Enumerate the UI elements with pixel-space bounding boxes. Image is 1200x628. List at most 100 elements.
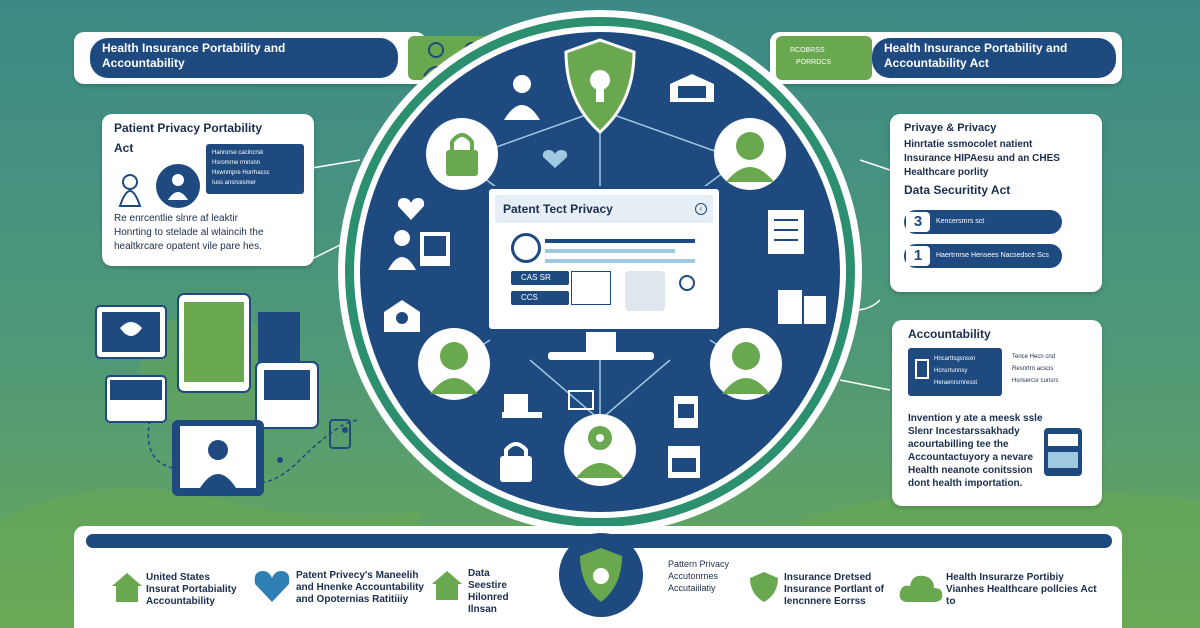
hospital-building-icon <box>670 74 714 102</box>
footer-item-3-line-3: Hilonred <box>468 592 509 603</box>
right-card2-body-6: dont health importation. <box>908 478 1023 489</box>
footer-item-1-line-3: Accountability <box>146 596 215 607</box>
footer-item-2-line-1: Patent Privecy's Maneelih <box>296 570 419 581</box>
header-left-title-2: Accountability <box>102 56 185 70</box>
monitor-screen: Patent Tect Privacy ‹ CAS SR CCS <box>486 186 722 332</box>
left-info-line-4: Iuss ansrcesmer <box>212 180 257 186</box>
left-card-subtitle: Act <box>114 141 134 155</box>
shield-lock-icon <box>564 38 636 135</box>
padlock-icon <box>500 442 532 482</box>
right-card2-side-line-2: Resnrtrn acscis <box>1012 366 1054 372</box>
footer-item-5-line-3: Iencnnere Eorrss <box>784 596 866 607</box>
footer-item-6-line-1: Health Insurarze Portibiy <box>946 572 1064 583</box>
monitor-field-1[interactable] <box>511 271 569 285</box>
footer-item-1-line-1: United States <box>146 572 210 583</box>
left-body-line-1: Re enrcentlie slnre af leaktir <box>114 213 238 224</box>
right-card1-line-3: Healthcare porlity <box>904 167 989 178</box>
right-card-privacy: Privaye & Privacy Hinrtatie ssmocolet na… <box>890 114 1102 292</box>
left-card-info-box <box>206 144 304 194</box>
monitor-base <box>548 352 654 360</box>
left-card-title: Patient Privacy Portability <box>114 121 263 135</box>
footer-item-2-line-2: and Hnenke Accountability <box>296 582 424 593</box>
footer-shield-small-icon <box>750 572 778 602</box>
calendar-icon <box>568 390 594 410</box>
monitor-stand <box>586 332 616 352</box>
header-left-title-1: Health Insurance Portability and <box>102 41 286 55</box>
footer-house-icon-1 <box>112 573 142 602</box>
right-card2-body-4: Accountactuyory a nevare <box>908 452 1034 463</box>
left-body-line-2: Honrting to stelade al wlaincih the <box>114 227 264 238</box>
right-card1-item-1 <box>904 210 1062 234</box>
lock-icon-circle <box>426 118 498 190</box>
footer-item-2-line-3: and Opoternias Ratitiiiy <box>296 594 409 605</box>
patient-avatar-circle-right <box>710 328 782 400</box>
document-stack-icon <box>768 210 804 254</box>
right-card1-item-1-num: 3 <box>906 212 930 232</box>
header-right-card: RCOBRSS PORRDCS Health Insurance Portabi… <box>770 32 1122 84</box>
heart-small-icon <box>542 150 568 168</box>
header-left-pill <box>90 38 398 78</box>
server-icon <box>668 446 700 478</box>
monitor-title-bar <box>495 195 713 223</box>
header-right-title-1: Health Insurance Portability and <box>884 41 1068 55</box>
right-card2-side-line-1: Tence Hecn cnd <box>1012 354 1056 360</box>
footer-item-1-line-2: Insurat Portabiality <box>146 584 237 595</box>
right-card1-item-2-num: 1 <box>906 246 930 266</box>
doctor-icon <box>504 75 540 120</box>
header-right-badge-line2: PORRDCS <box>796 59 832 66</box>
monitor-info-icon[interactable]: ‹ <box>695 203 707 215</box>
desk-icon <box>502 394 542 418</box>
footer-cloud-icon <box>899 575 943 602</box>
building-icon <box>384 300 420 332</box>
right-card2-body-1: Invention y ate a meesk ssle <box>908 413 1043 424</box>
calculator-icon <box>1044 428 1082 476</box>
clipboard-icon <box>674 396 698 428</box>
left-info-line-2: Hsromrne rmnsnn <box>212 160 261 166</box>
right-card1-line-1: Hinrtatie ssmocolet natient <box>904 139 1033 150</box>
clipboard-small-icon <box>915 359 929 379</box>
footer-item-6-line-3: to <box>946 596 956 607</box>
footer-item-3-line-1: Data <box>468 568 490 579</box>
right-card1-subheading: Data Securitity Act <box>904 183 1011 197</box>
right-card-accountability: Accountability Hncarttsgsnsxn Hcnsrtunns… <box>892 320 1102 506</box>
heart-icon <box>397 198 425 220</box>
footer-heart-icon <box>254 571 290 602</box>
right-card2-body-2: Slenr Incestarssakhady <box>908 426 1020 437</box>
devices-illustration <box>95 293 351 496</box>
header-right-badge <box>776 36 872 80</box>
right-card2-side-line-3: Hsnsercsr cunsrs <box>1012 378 1059 384</box>
medical-staff-icon <box>388 230 450 270</box>
right-card1-line-2: Insurance HIPAesu and an CHES <box>904 153 1060 164</box>
footer-item-4-line-3: Accutaiilatiy <box>668 583 716 593</box>
records-icon <box>778 290 826 324</box>
monitor-field-2[interactable] <box>511 291 569 305</box>
footer-item-6-line-2: Vianhes Healthcare pollcies Act <box>946 584 1097 595</box>
monitor-progress-1 <box>545 239 695 243</box>
monitor-progress-2 <box>545 249 675 253</box>
right-card2-box-line-3: Heraenrsrnresst <box>934 380 978 386</box>
footer-item-5-line-2: Insurance Portlant of <box>784 584 885 595</box>
right-card2-title: Accountability <box>908 327 991 341</box>
monitor-title: Patent Tect Privacy <box>503 202 613 216</box>
right-card2-body-3: acourtabilling tee the <box>908 439 1009 450</box>
footer-house-icon-2 <box>432 571 462 600</box>
footer-shield-icon <box>559 533 643 617</box>
footer-item-3-line-4: Ilnsan <box>468 604 497 615</box>
monitor-building-illustration <box>625 271 665 311</box>
monitor-progress-3 <box>545 259 695 263</box>
monitor-field-2-text: CCS <box>521 293 538 302</box>
right-card1-item-2 <box>904 244 1062 268</box>
right-card1-item-1-label: Kencersmrs sct <box>936 218 985 225</box>
right-card2-box-line-2: Hcnsrtunnsy <box>934 368 968 374</box>
right-card2-body-5: Health neanote conitssion <box>908 465 1033 476</box>
left-info-line-1: Hanrorse caclncrsk <box>212 150 264 156</box>
patient-avatar-circle-left <box>418 328 490 400</box>
location-person-icon-circle <box>564 414 636 486</box>
monitor-settings-icon[interactable] <box>679 275 695 291</box>
left-card: Patient Privacy Portability Act Hanrorse… <box>102 114 314 266</box>
monitor-desk-illustration <box>571 271 611 305</box>
left-body-line-3: healtkrcare opatent vile pare hes. <box>114 241 262 252</box>
header-right-badge-line1: RCOBRSS <box>790 47 825 54</box>
header-right-pill <box>872 38 1116 78</box>
right-card2-box <box>908 348 1002 396</box>
